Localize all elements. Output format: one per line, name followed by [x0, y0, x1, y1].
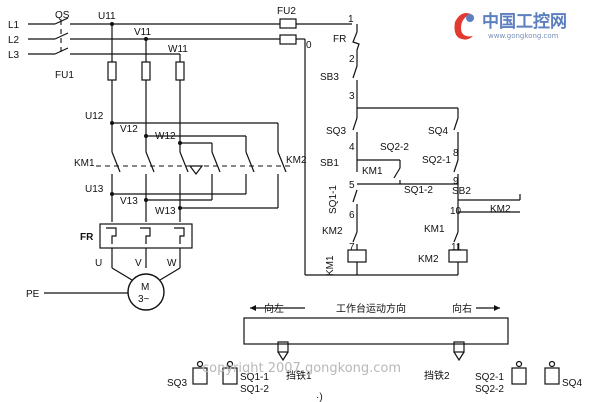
fu1-v: [141, 61, 151, 81]
stop2-block: [453, 341, 465, 353]
node-10: 10: [450, 206, 462, 217]
table-SQ2-2: SQ2-2: [475, 384, 504, 395]
label-U: U: [95, 258, 102, 269]
label-PE: PE: [26, 289, 40, 300]
stop1-label: 挡铁1: [286, 369, 312, 382]
label-SQ3: SQ3: [326, 126, 346, 137]
label-U12: U12: [85, 111, 104, 122]
label-W13: W13: [155, 206, 176, 217]
label-SQ2-1: SQ2-1: [422, 155, 451, 166]
main-circuit: FU1 U12 V12 W12 KM1 KM2: [26, 24, 307, 311]
label-KM1: KM1: [74, 158, 95, 169]
fu1-w: [175, 61, 185, 81]
logo-cn: 中国工控网: [482, 11, 567, 32]
gongkong-logo: 中国工控网 www.gongkong.com: [454, 11, 567, 40]
node-4: 4: [349, 142, 355, 153]
logo-e-icon: [454, 13, 473, 40]
stop1-block: [277, 341, 289, 353]
label-SQ1-2: SQ1-2: [404, 185, 433, 196]
interlock-triangle-icon: [188, 165, 204, 175]
label-KM1-coil: KM1: [325, 255, 336, 276]
sq1-switch-icon: [222, 367, 238, 385]
label-SQ2-2: SQ2-2: [380, 142, 409, 153]
label-SB3: SB3: [320, 72, 339, 83]
label-V11: V11: [134, 27, 151, 38]
node-7: 7: [349, 242, 355, 253]
label-V12: V12: [120, 124, 138, 135]
footer-mark: ·): [316, 392, 323, 402]
label-V13: V13: [120, 196, 138, 207]
label-U13: U13: [85, 184, 104, 195]
label-W11: W11: [168, 44, 188, 55]
table-SQ4: SQ4: [562, 378, 582, 389]
node-2: 2: [349, 54, 355, 65]
watermark: copyright 2007 gongkong.com: [202, 361, 401, 376]
sq3-switch-icon: [192, 367, 208, 385]
node-8: 8: [453, 148, 459, 159]
label-KM2: KM2: [286, 155, 307, 166]
table-SQ3: SQ3: [167, 378, 187, 389]
motor-icon: [127, 273, 165, 311]
label-L1: L1: [8, 20, 20, 31]
label-U11: U11: [98, 11, 116, 22]
motor-M: M: [141, 282, 149, 293]
control-circuit: 1 FR 2 SB3 3 SQ3 4 SB1 KM1 SQ2-2 5 SQ1-1…: [304, 14, 521, 276]
table-SQ1-1: SQ1-1: [240, 372, 269, 383]
label-QS: QS: [55, 10, 70, 21]
sq2-switch-icon: [511, 367, 527, 385]
label-SQ1-1: SQ1-1: [328, 185, 339, 214]
label-KM2-interlock: KM2: [322, 226, 343, 237]
node-11: 11: [451, 242, 462, 253]
label-L3: L3: [8, 50, 20, 61]
label-L2: L2: [8, 35, 20, 46]
node-9: 9: [453, 176, 459, 187]
dir-left: 向左: [264, 302, 284, 315]
worktable: 向左 工作台运动方向 向右 挡铁1 挡铁2 SQ3 SQ1-1 SQ1-2 SQ…: [167, 302, 582, 402]
dir-title: 工作台运动方向: [336, 302, 406, 315]
motor-3phase: 3~: [138, 294, 150, 305]
label-FR-contact: FR: [333, 34, 346, 45]
stop2-label: 挡铁2: [424, 369, 450, 382]
label-KM2-coil: KM2: [418, 254, 439, 265]
node-3: 3: [349, 91, 355, 102]
table-SQ2-1: SQ2-1: [475, 372, 504, 383]
label-V: V: [135, 258, 142, 269]
sq4-switch-icon: [544, 367, 560, 385]
node-0: 0: [306, 40, 312, 51]
fu2-top: [279, 18, 297, 29]
label-W: W: [167, 258, 177, 269]
label-SQ4: SQ4: [428, 126, 448, 137]
label-KM1-hold: KM1: [362, 166, 383, 177]
logo-url: www.gongkong.com: [488, 32, 559, 40]
label-FU2: FU2: [277, 6, 296, 17]
worktable-body: [243, 317, 509, 345]
label-FU1: FU1: [55, 70, 74, 81]
label-SB1: SB1: [320, 158, 339, 169]
fu2-bottom: [279, 34, 297, 45]
power-lines: L1 L2 L3 QS U11 V11 W11 FU2 0: [8, 6, 352, 61]
node-1: 1: [348, 14, 354, 25]
node-5: 5: [349, 180, 355, 191]
label-FR: FR: [80, 232, 94, 243]
label-SB2: SB2: [452, 186, 471, 197]
label-KM2-hold: KM2: [490, 204, 511, 215]
label-KM1-interlock: KM1: [424, 224, 445, 235]
fu1-u: [107, 61, 117, 81]
node-6: 6: [349, 210, 355, 221]
table-SQ1-2: SQ1-2: [240, 384, 269, 395]
dir-right: 向右: [452, 302, 472, 315]
